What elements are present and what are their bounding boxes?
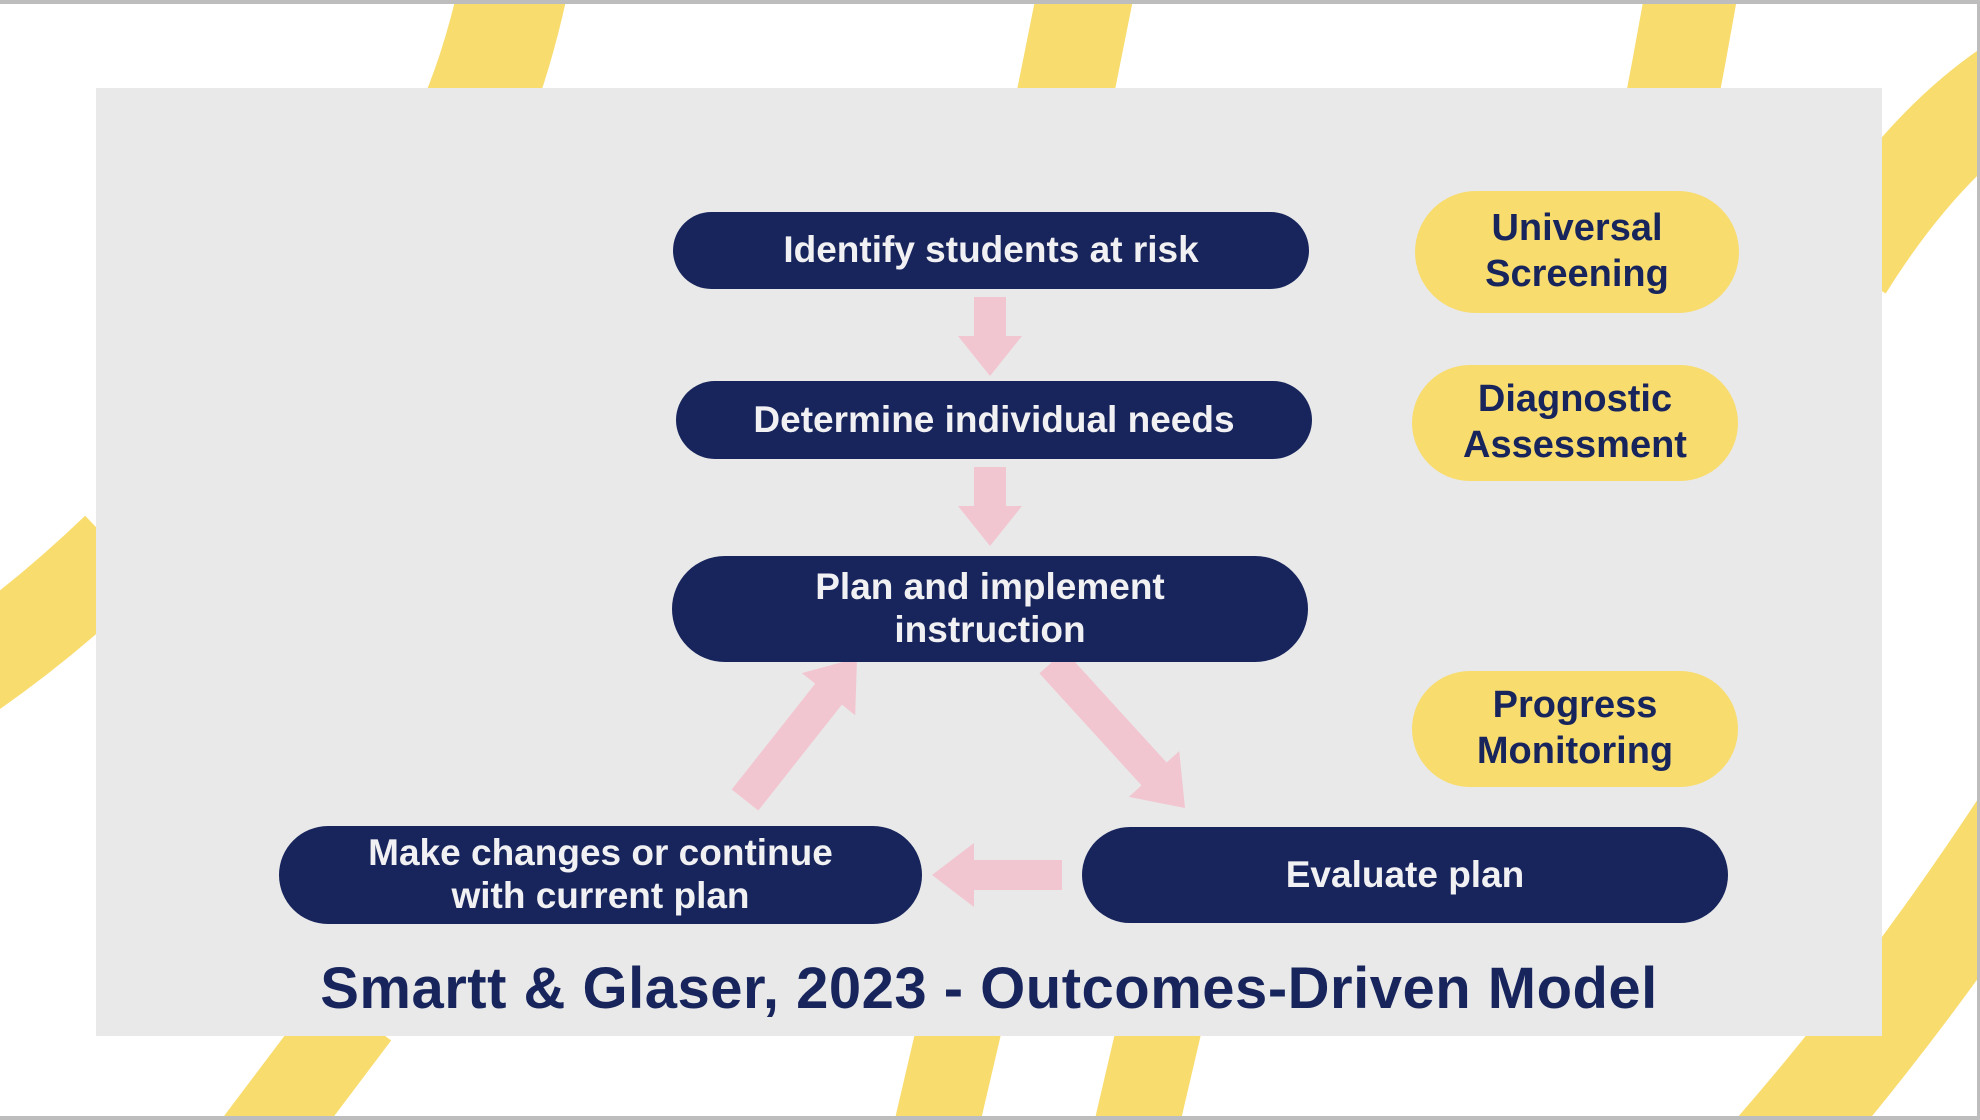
stage-pill-progress-monitoring: Progress Monitoring bbox=[1412, 671, 1738, 787]
stage-pill-label: Progress Monitoring bbox=[1476, 684, 1674, 772]
stage-pill-universal-screening: Universal Screening bbox=[1415, 191, 1739, 313]
flow-box-label: Make changes or continue with current pl… bbox=[368, 832, 833, 916]
arrow-make-changes-to-plan bbox=[731, 658, 857, 811]
swoosh-bottom-left bbox=[221, 987, 392, 1120]
flow-arrows bbox=[731, 297, 1185, 907]
flow-box-label: Evaluate plan bbox=[1285, 853, 1525, 895]
flow-box-plan-instruction: Plan and implement instruction bbox=[672, 556, 1308, 662]
flow-box-evaluate-plan: Evaluate plan bbox=[1082, 827, 1728, 923]
flow-box-label: Determine individual needs bbox=[753, 398, 1235, 440]
arrow-determine-to-plan bbox=[958, 467, 1022, 546]
flow-box-identify-students: Identify students at risk bbox=[673, 212, 1309, 289]
flow-box-label: Identify students at risk bbox=[783, 229, 1199, 271]
flow-box-make-changes: Make changes or continue with current pl… bbox=[279, 826, 922, 924]
stage-pill-diagnostic-assessment: Diagnostic Assessment bbox=[1412, 365, 1738, 481]
arrow-evaluate-to-make-changes bbox=[932, 843, 1062, 907]
arrow-plan-to-evaluate bbox=[1039, 650, 1185, 808]
flow-box-determine-needs: Determine individual needs bbox=[676, 381, 1312, 459]
stage-pill-label: Universal Screening bbox=[1485, 207, 1669, 295]
diagram-panel: Identify students at risk Determine indi… bbox=[96, 88, 1882, 1036]
flow-box-label: Plan and implement instruction bbox=[815, 566, 1165, 650]
stage-pill-label: Diagnostic Assessment bbox=[1463, 378, 1687, 466]
arrow-identify-to-determine bbox=[958, 297, 1022, 376]
diagram-caption: Smartt & Glaser, 2023 - Outcomes-Driven … bbox=[320, 956, 1658, 1021]
